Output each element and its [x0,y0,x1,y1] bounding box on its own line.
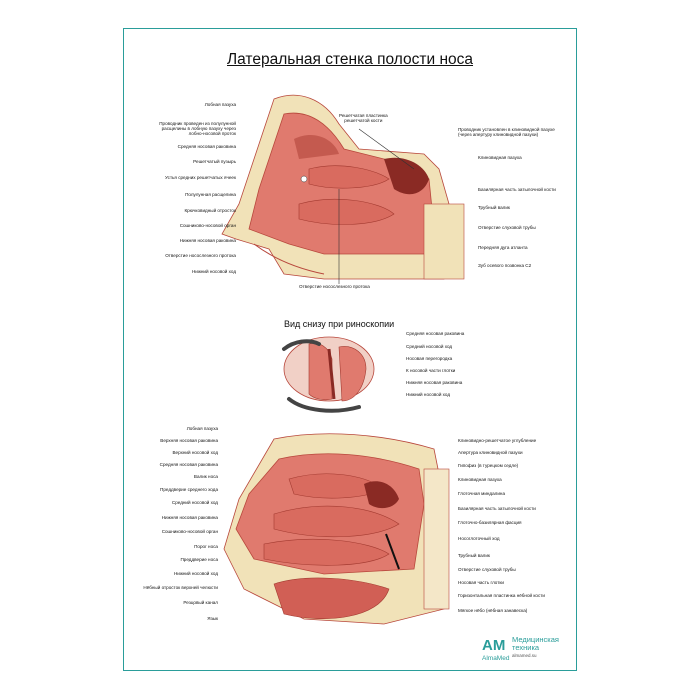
logo-brand: AlmaMed [482,655,510,662]
bottom-label-pituitary: Гипофиз (в турецком седле) [458,463,519,468]
top-label-torus-tubarius: Трубный валик [478,205,510,210]
rhinoscopy-illustration [282,336,375,413]
top-label-ethmoid-bulla: Решетчатый пузырь [193,159,236,164]
bottom-label-torus-tubarius: Трубный валик [458,553,490,558]
bottom-label-inferior-concha: Нижняя носовая раковина [161,515,218,520]
anatomy-illustrations [221,94,465,625]
logo-mark-icon: AM [482,637,506,654]
bottom-label-pharyngobasilar-fascia: Глоточно-базилярная фасция [458,520,522,525]
bottom-label-incisive-canal: Резцовый канал [183,600,218,605]
top-label-dens-c2: Зуб осевого позвонка С2 [478,263,532,268]
top-label-ethmoid-openings: Устья средних решетчатых ячеек [165,175,236,180]
bottom-label-middle-concha: Средняя носовая раковина [159,462,218,467]
bottom-label-superior-concha: Верхняя носовая раковина [160,438,218,443]
top-label-basilar-part: Базилярная часть затылочной кости [478,187,556,192]
bottom-label-tube-opening: Отверстие слуховой трубы [458,567,516,572]
bottom-label-nasopharyngeal-meatus: Носоглоточный ход [458,536,500,541]
bottom-label-superior-meatus: Верхний носовой ход [172,450,218,455]
bottom-label-nasopharynx: Носовая часть глотки [458,580,504,585]
bottom-label-sphenoid-sinus: Клиновидная пазуха [458,477,502,482]
bottom-label-pharyngeal-tonsil: Глоточная миндалина [458,491,506,496]
bottom-label-tongue: Язык [207,616,218,621]
mid-label-middle-meatus: Средний носовой ход [406,344,453,349]
bottom-illustration [223,433,450,625]
top-label-probe-frontal: Проводник проведен из полулунной расщели… [159,121,236,136]
mid-label-nasopharynx: К носовой части глотки [406,368,456,373]
top-label-probe-sphenoid: Проводник установлен в клиновидной пазух… [458,127,555,137]
poster-title: Латеральная стенка полости носа [226,51,474,68]
bottom-label-sphenoid-aperture: Апертура клиновидной пазухи [458,450,523,455]
top-label-uncinate: Крючковидный отросток [184,208,236,213]
top-label-atlas-arch: Передняя дуга атланта [478,245,528,250]
section-subtitle: Вид снизу при риноскопии [284,319,395,329]
top-label-nasolacrimal-opening: Отверстие носослезного протока [165,253,236,258]
top-label-cribriform-plate: Решетчатая пластинка решетчатой кости [339,113,388,123]
bottom-label-vestibule: Преддверие носа [180,557,218,562]
mid-label-middle-concha: Средняя носовая раковина [406,331,465,336]
bottom-label-inferior-meatus: Нижний носовой ход [173,571,218,576]
bottom-label-horizontal-plate: Горизонтальная пластинка нёбной кости [458,593,545,598]
top-label-inferior-concha: Нижняя носовая раковина [179,238,236,243]
top-label-semilunar-hiatus: Полулунная расщелина [185,192,236,197]
top-illustration [221,94,465,284]
bottom-label-frontal-sinus: Лобная пазуха [186,426,218,431]
bottom-label-vomeronasal: Сошниково-носовой орган [161,529,218,534]
bottom-label-palatine-process: Нёбный отросток верхней челюсти [143,585,218,590]
top-label-middle-concha: Средняя носовая раковина [177,144,236,149]
mid-label-inferior-concha: Нижняя носовая раковина [406,380,463,385]
logo-site: almamed.su [512,653,537,658]
bottom-label-agger-nasi: Валик носа [193,474,218,479]
mid-label-septum: Носовая перегородка [406,356,453,361]
bottom-label-middle-meatus: Средний носовой ход [171,500,218,505]
bottom-label-soft-palate: Мягкое нёбо (нёбная занавеска) [458,608,528,613]
bottom-label-basilar-part: Базилярная часть затылочной кости [458,506,536,511]
top-label-inferior-meatus: Нижний носовой ход [191,269,236,274]
poster-frame: Латеральная стенка полости носа [123,28,577,671]
top-label-sphenoid-sinus: Клиновидная пазуха [478,155,522,160]
top-label-vomeronasal: Сошниково-носовой орган [179,223,236,228]
mid-label-inferior-meatus: Нижний носовой ход [406,392,451,397]
logo-tagline: Медицинская техника [512,635,559,652]
top-label-frontal-sinus: Лобная пазуха [204,102,236,107]
top-label-nasolacrimal-opening-bottom: Отверстие носослезного протока [299,284,370,289]
top-label-tube-opening: Отверстие слуховой трубы [478,225,536,230]
bottom-label-atrium-middle: Преддверие среднего хода [160,487,218,492]
bottom-label-sphenoethmoid-recess: Клиновидно-решетчатое углубление [458,438,537,443]
bottom-label-limen-nasi: Порог носа [194,544,218,549]
almamed-logo: AM AlmaMed Медицинская техника almamed.s… [482,633,574,665]
